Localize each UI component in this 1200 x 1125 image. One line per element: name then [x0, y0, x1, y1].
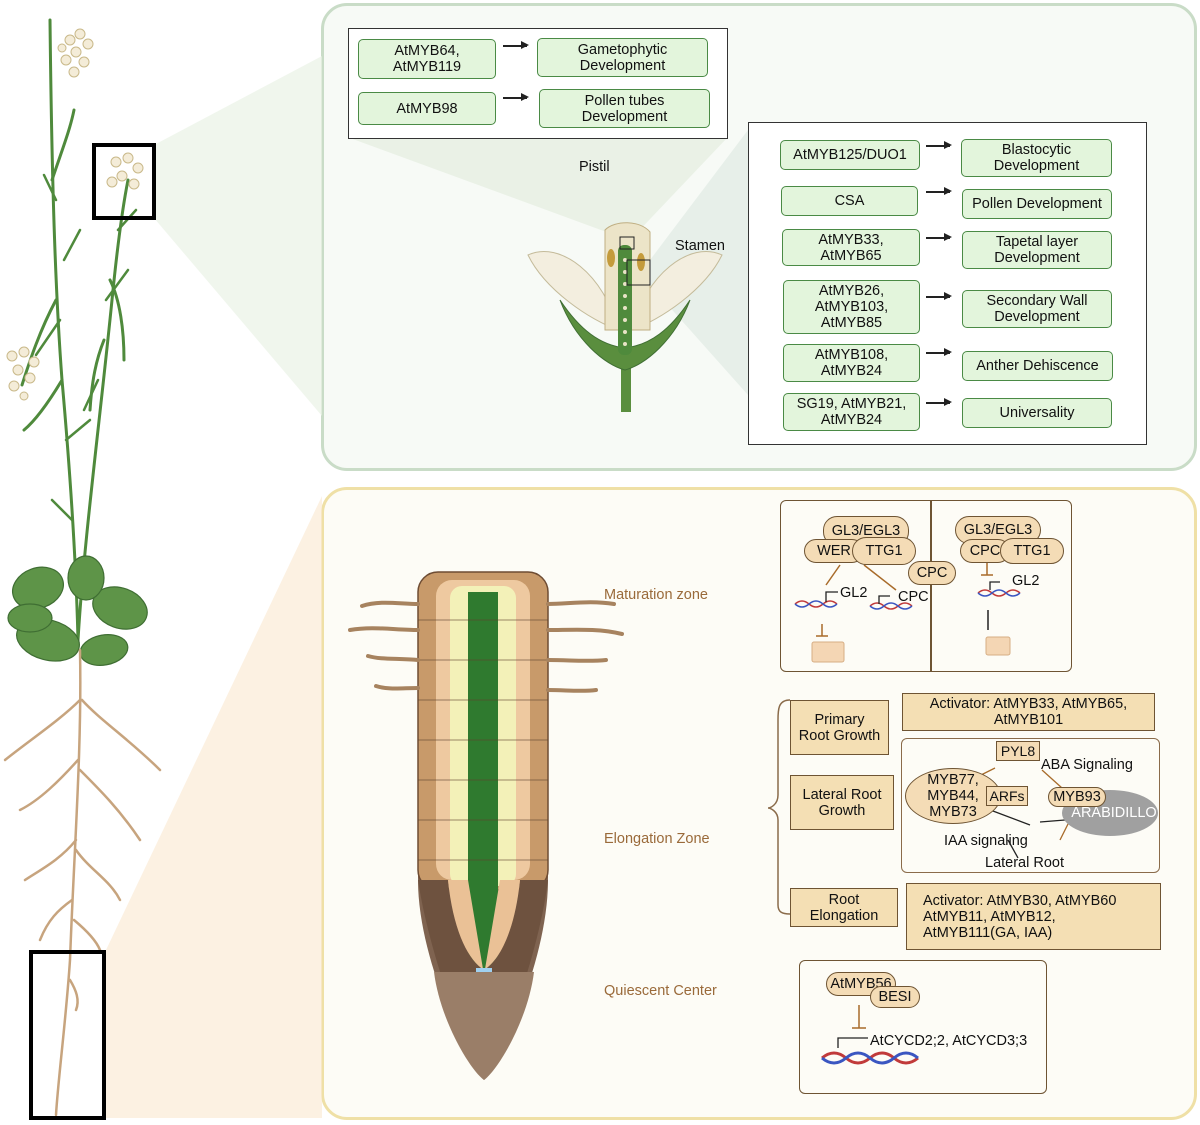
transcription-arrows	[825, 581, 1000, 1048]
hair-cell-icon	[811, 641, 845, 663]
plant-roots	[3, 648, 162, 1117]
pistil-gene-box: AtMYB98	[358, 92, 496, 125]
quiescent-center-label: Quiescent Center	[604, 983, 717, 999]
pistil-arrow	[503, 42, 529, 48]
stamen-arrow	[926, 188, 952, 194]
iaa-signaling-label: IAA signaling	[944, 833, 1028, 849]
pistil-function-box: Pollen tubes Development	[539, 89, 710, 128]
hair-panel-right	[930, 500, 1072, 672]
pistil-label: Pistil	[579, 159, 610, 175]
aba-signaling-label: ABA Signaling	[1041, 757, 1133, 773]
stamen-arrow	[926, 142, 952, 148]
hair-cell-icon	[985, 636, 1011, 656]
arfs-box: ARFs	[986, 786, 1028, 806]
stamen-function-box: Secondary Wall Development	[962, 290, 1112, 328]
stamen-arrow	[926, 349, 952, 355]
stamen-gene-box: AtMYB125/DUO1	[780, 140, 920, 170]
cauline-leaves	[34, 173, 138, 522]
qc-inhibition-line	[852, 1005, 866, 1029]
stamen-gene-box: CSA	[781, 186, 918, 216]
stamen-function-box: Blastocytic Development	[961, 139, 1112, 177]
ttg1-protein-right: TTG1	[1000, 538, 1064, 564]
cyclin-targets-label: AtCYCD2;2, AtCYCD3;3	[870, 1033, 1028, 1049]
root-drawing	[348, 571, 624, 1080]
stamen-function-box: Tapetal layer Development	[962, 231, 1112, 269]
gl2-gene-label-right: GL2	[1012, 573, 1040, 589]
stamen-gene-box: AtMYB108, AtMYB24	[783, 344, 920, 382]
ttg1-protein: TTG1	[852, 537, 916, 565]
rosette-leaves	[7, 555, 148, 666]
flower-drawing	[527, 222, 723, 412]
primary-activators-box: Activator: AtMYB33, AtMYB65, AtMYB101	[902, 693, 1155, 731]
lateral-root-label: Lateral Root	[985, 855, 1064, 871]
stamen-function-box: Universality	[962, 398, 1112, 428]
lateral-root-growth-box: Lateral Root Growth	[790, 775, 894, 830]
elongation-zone-label: Elongation Zone	[604, 831, 710, 847]
gl2-gene-label: GL2	[840, 585, 868, 601]
primary-root-growth-box: Primary Root Growth	[790, 700, 889, 755]
elongation-activators-box: Activator: AtMYB30, AtMYB60 AtMYB11, AtM…	[906, 883, 1161, 950]
myb-group-ellipse: MYB77, MYB44, MYB73	[905, 768, 1001, 824]
besi-protein: BESI	[870, 986, 920, 1008]
plant-stems	[20, 18, 130, 642]
stamen-function-box: Pollen Development	[962, 189, 1112, 219]
stamen-gene-box: SG19, AtMYB21, AtMYB24	[783, 393, 920, 431]
root-zoom-wedge	[106, 496, 322, 1118]
stamen-label: Stamen	[675, 238, 725, 254]
pistil-zoom-wedge	[350, 138, 727, 237]
myb93-pill: MYB93	[1048, 787, 1106, 807]
lateral-root-network-frame	[901, 738, 1160, 873]
stamen-arrow	[926, 293, 952, 299]
pistil-arrow	[503, 94, 529, 100]
stamen-arrow	[926, 234, 952, 240]
qc-panel	[799, 960, 1047, 1094]
atmyb56-protein: AtMYB56	[826, 972, 896, 996]
flower-zoom-box	[92, 143, 156, 220]
pistil-function-box: Gametophytic Development	[537, 38, 708, 77]
stamen-gene-box: AtMYB33, AtMYB65	[782, 229, 920, 266]
flower-clusters	[6, 28, 144, 401]
stamen-gene-box: AtMYB26, AtMYB103, AtMYB85	[783, 280, 920, 334]
root-zoom-box	[29, 950, 106, 1120]
hair-panel-left	[780, 500, 932, 672]
stamen-function-box: Anther Dehiscence	[962, 351, 1113, 381]
maturation-zone-label: Maturation zone	[604, 587, 708, 603]
cpc-gene-label: CPC	[898, 589, 929, 605]
root-elongation-box: Root Elongation	[790, 888, 898, 927]
cpc-mobile-protein: CPC	[908, 561, 956, 585]
pyl8-box: PYL8	[996, 741, 1040, 761]
stamen-arrow	[926, 399, 952, 405]
pistil-gene-box: AtMYB64, AtMYB119	[358, 39, 496, 79]
growth-brace	[767, 699, 791, 915]
dna-strands	[794, 589, 1021, 1065]
flower-zoom-wedge	[154, 56, 322, 416]
